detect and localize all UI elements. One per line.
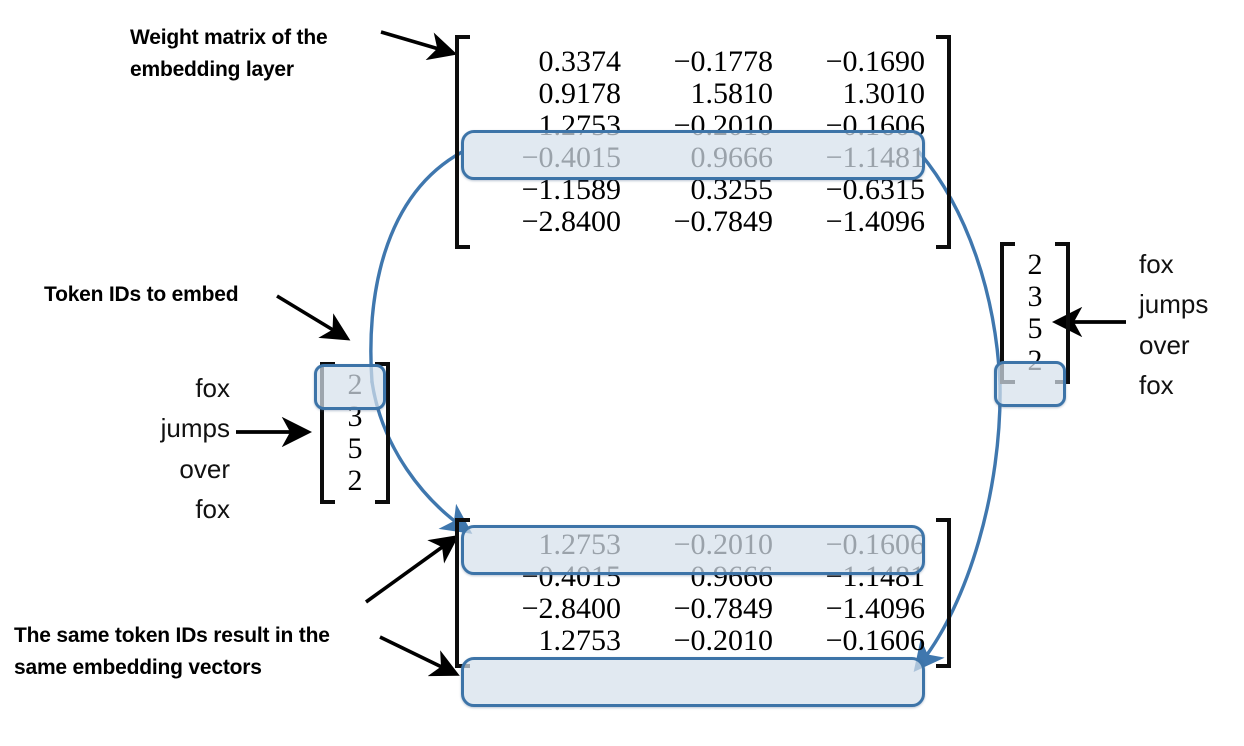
word-left-1: jumps: [160, 413, 230, 444]
emb-cell-2-1: −0.7849: [673, 592, 773, 625]
label-weight-matrix: Weight matrix of the embedding layer: [130, 26, 328, 81]
token-left-2: 5: [347, 432, 363, 465]
cell-0-2: −0.1690: [825, 45, 925, 78]
emb-cell-0-0: 1.2753: [538, 528, 622, 561]
bracket-right: [936, 35, 951, 249]
cell-1-0: 0.9178: [538, 77, 622, 110]
arrow-same-ids-top: [364, 534, 460, 604]
label-same-embedding-vectors: The same token IDs result in the same em…: [14, 624, 330, 679]
cell-2-2: −0.1606: [825, 109, 925, 142]
matrix-row: −1.1589 0.3255 −0.6315: [481, 175, 925, 205]
emb-cell-2-0: −2.8400: [521, 592, 621, 625]
matrix-row: 0.9178 1.5810 1.3010: [481, 77, 926, 110]
cell-2-0: 1.2753: [538, 109, 622, 142]
token-row: 2: [340, 466, 370, 496]
bracket-left: [455, 518, 470, 668]
label-token-ids: Token IDs to embed: [44, 283, 239, 306]
emb-cell-1-0: −0.4015: [521, 560, 621, 593]
word-left-2: over: [179, 453, 230, 484]
token-row: 2: [1020, 250, 1050, 280]
cell-2-1: −0.2010: [673, 109, 773, 142]
emb-cell-3-2: −0.1606: [825, 624, 925, 657]
matrix-row: −2.8400 −0.7849 −1.4096: [481, 594, 925, 624]
token-left-1: 3: [347, 400, 363, 433]
token-right-3: 2: [1027, 344, 1043, 377]
token-row: 2: [1020, 346, 1050, 376]
word-right-2: over: [1139, 329, 1190, 360]
bracket-left: [1000, 242, 1015, 384]
word-left-0: fox: [195, 373, 230, 403]
matrix-row-highlighted: 1.2753 −0.2010 −0.1606: [481, 528, 926, 561]
matrix-row-highlighted: 1.2753 −0.2010 −0.1606: [481, 109, 926, 142]
bracket-left: [320, 362, 335, 504]
token-vector-left: 2 3 5 2: [314, 362, 390, 504]
emb-cell-1-1: 0.9666: [690, 560, 774, 593]
emb-cell-3-1: −0.2010: [673, 624, 773, 657]
cell-0-1: −0.1778: [673, 45, 773, 78]
cell-4-1: 0.3255: [690, 173, 774, 206]
matrix-row: −0.4015 0.9666 −1.1481: [481, 143, 925, 173]
emb-cell-2-2: −1.4096: [825, 592, 925, 625]
cell-1-2: 1.3010: [842, 77, 926, 110]
matrix-row-highlighted: 1.2753 −0.2010 −0.1606: [481, 624, 926, 657]
embedding-matrix: 1.2753 −0.2010 −0.1606 −0.4015 0.9666 −1…: [455, 518, 951, 707]
cell-3-1: 0.9666: [690, 141, 774, 174]
token-left-0: 2: [347, 368, 363, 401]
token-row: 2: [340, 370, 370, 400]
cell-3-2: −1.1481: [825, 141, 925, 174]
word-list-left: fox jumps over fox: [70, 368, 230, 529]
cell-5-2: −1.4096: [825, 205, 925, 238]
word-right-3: fox: [1139, 369, 1174, 400]
emb-cell-0-1: −0.2010: [673, 528, 773, 561]
token-right-2: 5: [1027, 312, 1043, 345]
token-right-0: 2: [1027, 248, 1043, 281]
token-left-3: 2: [347, 464, 363, 497]
token-vector-right: 2 3 5 2: [994, 242, 1070, 407]
emb-cell-0-2: −0.1606: [825, 528, 925, 561]
weight-matrix: 0.3374 −0.1778 −0.1690 0.9178 1.5810 1.3…: [455, 35, 951, 249]
matrix-row: −0.4015 0.9666 −1.1481: [481, 562, 925, 592]
token-row: 5: [1020, 314, 1050, 344]
bracket-right: [1055, 242, 1070, 384]
cell-0-0: 0.3374: [538, 45, 622, 78]
matrix-row: −2.8400 −0.7849 −1.4096: [481, 207, 925, 237]
emb-cell-3-0: 1.2753: [538, 624, 622, 657]
token-right-1: 3: [1027, 280, 1043, 313]
cell-5-1: −0.7849: [673, 205, 773, 238]
arrow-weight-matrix: [380, 30, 458, 61]
word-left-3: fox: [195, 493, 230, 524]
token-row: 3: [1020, 282, 1050, 312]
cell-4-2: −0.6315: [825, 173, 925, 206]
matrix-row: 0.3374 −0.1778 −0.1690: [481, 45, 926, 78]
bracket-right: [375, 362, 390, 504]
token-row: 3: [340, 402, 370, 432]
word-right-1: jumps: [1139, 289, 1209, 320]
cell-1-1: 1.5810: [690, 77, 774, 110]
bracket-right: [936, 518, 951, 668]
token-row: 5: [340, 434, 370, 464]
emb-cell-1-2: −1.1481: [825, 560, 925, 593]
cell-5-0: −2.8400: [521, 205, 621, 238]
cell-4-0: −1.1589: [521, 173, 621, 206]
bracket-left: [455, 35, 470, 249]
curve-left-lookup: [369, 150, 464, 384]
word-list-right: fox jumps over fox: [1139, 244, 1244, 405]
cell-3-0: −0.4015: [521, 141, 621, 174]
word-right-0: fox: [1139, 249, 1174, 279]
